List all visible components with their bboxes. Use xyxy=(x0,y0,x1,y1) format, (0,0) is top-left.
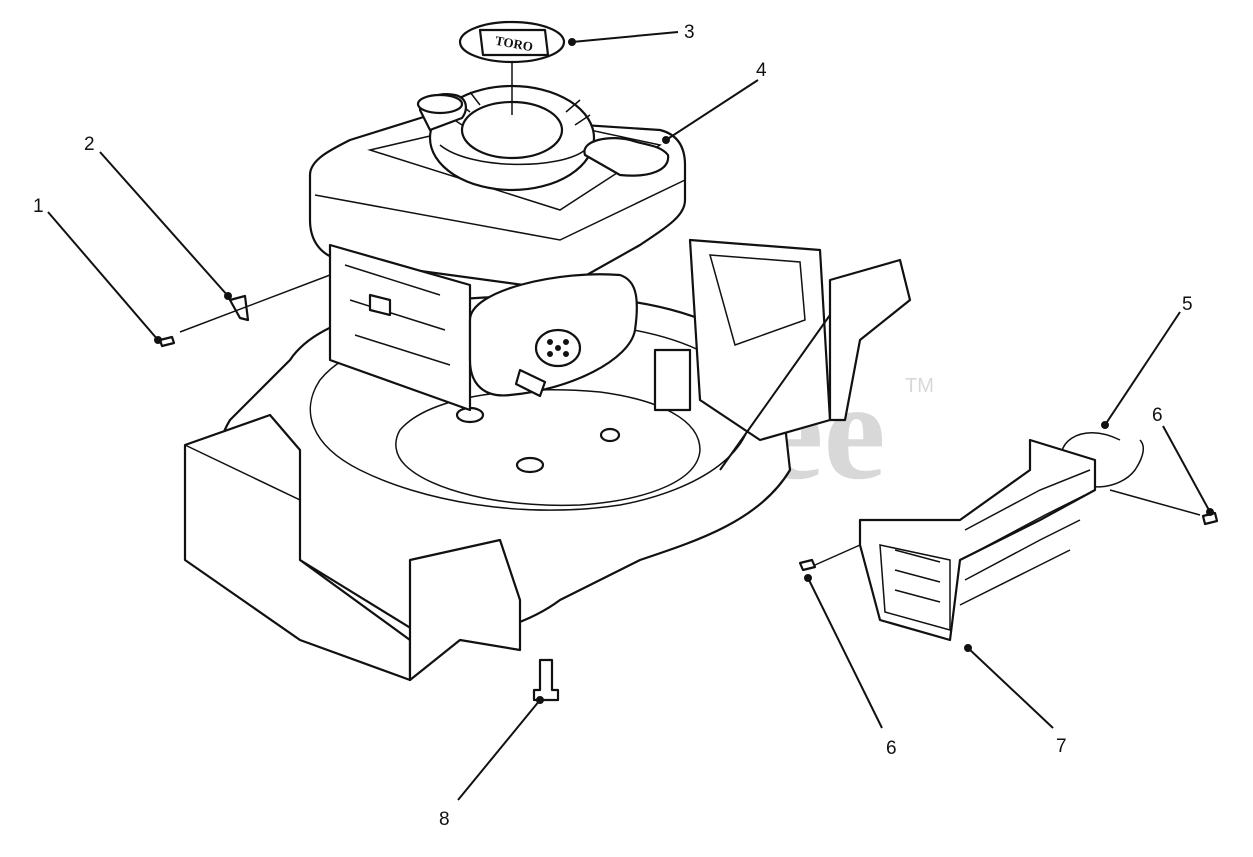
callout-4: 4 xyxy=(756,60,767,81)
callout-6-left: 6 xyxy=(886,738,897,759)
mower-deck xyxy=(183,238,912,682)
clip-item-2 xyxy=(228,294,250,322)
decal-text: TORO xyxy=(494,33,534,54)
bolt-item-8 xyxy=(532,658,560,702)
callout-3: 3 xyxy=(684,22,695,43)
callout-8: 8 xyxy=(439,809,450,830)
callout-2: 2 xyxy=(84,134,95,155)
callout-1: 1 xyxy=(33,196,44,217)
toro-decal: TORO xyxy=(458,20,566,115)
engine xyxy=(308,84,687,412)
watermark-trademark: TM xyxy=(905,375,934,397)
screw-item-6-left xyxy=(798,558,817,572)
callout-7: 7 xyxy=(1056,736,1067,757)
callout-5: 5 xyxy=(1182,294,1193,315)
screw-item-1 xyxy=(158,335,176,348)
leader-lines xyxy=(47,31,1214,801)
fasteners xyxy=(158,274,1219,702)
callout-labels: 1 2 3 4 5 6 6 7 8 xyxy=(33,22,1193,830)
deflector-guard xyxy=(858,438,1097,642)
callout-6-right: 6 xyxy=(1152,405,1163,426)
